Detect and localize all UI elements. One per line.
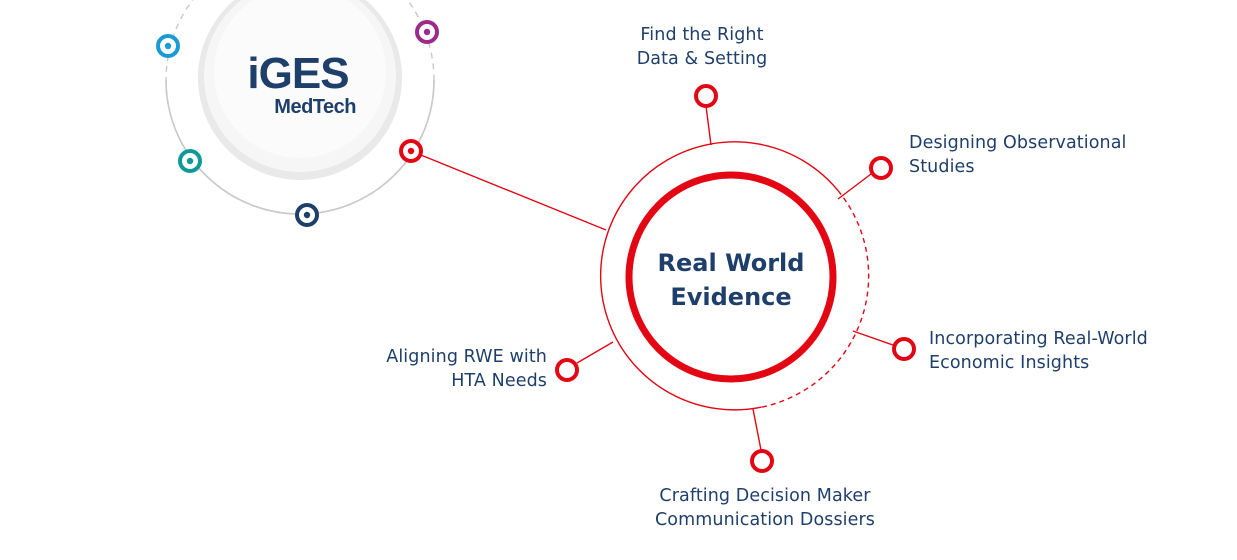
spoke-aligning	[576, 341, 614, 364]
red-ring-marker	[399, 139, 423, 163]
label-crafting: Crafting Decision Maker Communication Do…	[654, 486, 876, 530]
logo-disk-highlight	[214, 0, 386, 158]
logo-medtech-text: MedTech	[274, 96, 356, 118]
spoke-find-data	[705, 105, 712, 146]
marker-crafting	[750, 449, 774, 473]
spoke-crafting	[752, 408, 762, 451]
marker-aligning	[555, 358, 579, 382]
label-find-data: Find the Right Data & Setting	[636, 25, 768, 69]
label-incorporating: Incorporating Real-World Economic Insigh…	[929, 329, 1148, 373]
cyan-ring-marker	[156, 34, 180, 58]
purple-ring-marker	[415, 20, 439, 44]
teal-ring-marker	[178, 149, 202, 173]
label-aligning: Aligning RWE with HTA Needs	[386, 347, 547, 391]
center-outer-dashed-arc	[761, 190, 870, 408]
navy-ring-marker	[295, 203, 319, 227]
marker-find-data	[694, 84, 718, 108]
center-thick-ring	[625, 171, 837, 383]
marker-designing	[869, 156, 893, 180]
spoke-incorporating	[852, 330, 894, 346]
spoke-designing	[837, 173, 872, 200]
marker-incorporating	[892, 337, 916, 361]
logo-iges-text: iGES	[247, 49, 348, 98]
center-title-line2: Evidence	[670, 283, 791, 311]
center-title-line1: Real World	[658, 249, 805, 277]
center-outer-solid-arc	[599, 141, 839, 411]
logo-to-center-connector	[410, 150, 607, 231]
label-designing: Designing Observational Studies	[909, 133, 1127, 177]
